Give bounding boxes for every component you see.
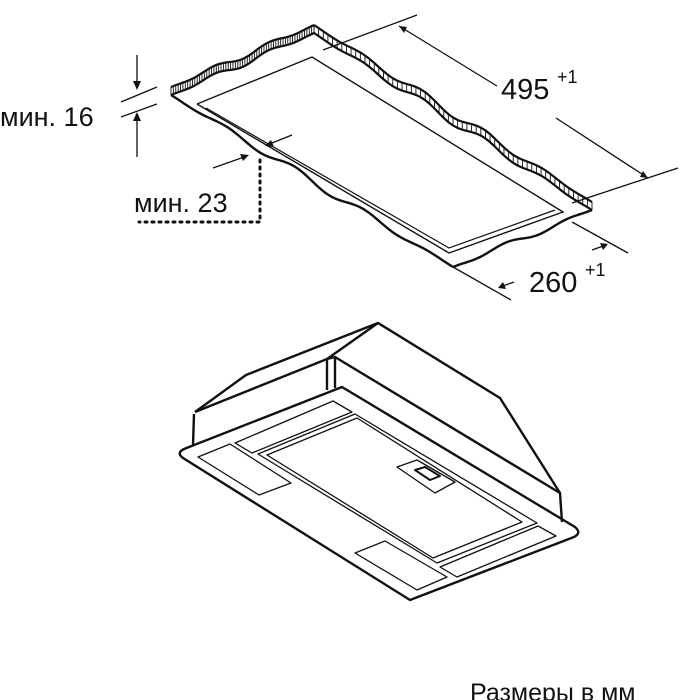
filter	[266, 417, 523, 559]
length-label: 495	[501, 74, 549, 106]
ceiling-cutout-drawing	[170, 23, 593, 269]
caption: Размеры в мм	[470, 679, 635, 700]
filter-frame	[257, 413, 538, 564]
hood-panel	[178, 385, 580, 602]
cooker-hood-drawing	[178, 321, 580, 602]
frame-edge	[170, 93, 454, 269]
vent-right	[439, 525, 557, 578]
vent-front	[354, 540, 448, 591]
frame-edge	[452, 208, 593, 269]
vent-back	[234, 400, 353, 454]
arrowheads	[133, 26, 648, 289]
length-tolerance: +1	[557, 67, 578, 87]
dimension-lines	[120, 14, 679, 301]
frame-edge	[170, 23, 315, 89]
dotted-guide-line	[137, 158, 262, 224]
width-label: 260	[529, 267, 577, 299]
vent-left	[197, 443, 292, 496]
control-switch-icon	[414, 466, 441, 481]
control-panel	[396, 459, 456, 494]
cutout-inner-edge	[205, 107, 556, 249]
min-23-label: мин. 23	[134, 188, 228, 218]
width-tolerance: +1	[585, 260, 606, 280]
min-16-label: мин. 16	[0, 102, 94, 132]
cutout-opening	[196, 56, 565, 254]
